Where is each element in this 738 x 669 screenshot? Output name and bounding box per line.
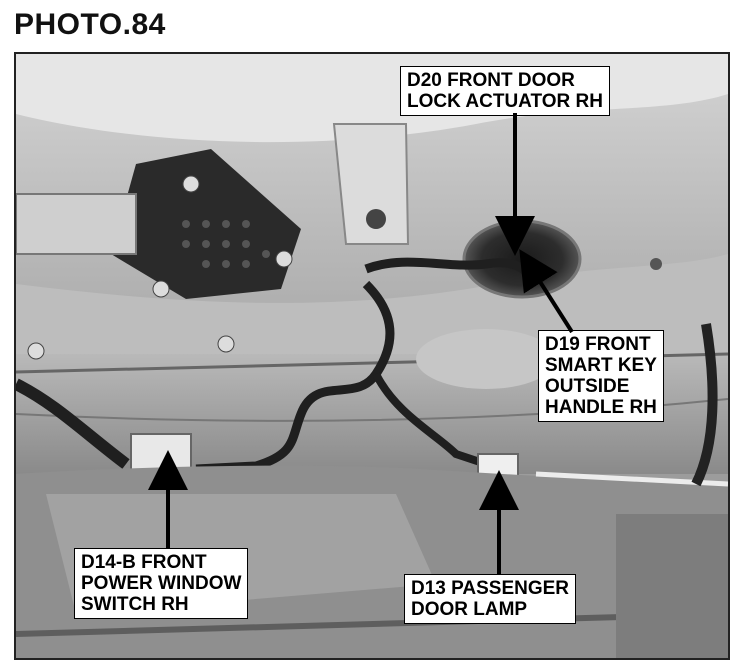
callout-d19-smart-key: D19 FRONT SMART KEY OUTSIDE HANDLE RH xyxy=(538,330,664,422)
callout-d14b-power-window-switch: D14-B FRONT POWER WINDOW SWITCH RH xyxy=(74,548,249,619)
callout-d13-door-lamp: D13 PASSENGER DOOR LAMP xyxy=(404,574,577,624)
callout-d13-line1: D13 PASSENGER xyxy=(411,578,570,599)
callout-d14b-line3: SWITCH RH xyxy=(81,594,189,615)
callout-d19-line2: SMART KEY xyxy=(545,355,657,376)
callout-d14b-line2: POWER WINDOW xyxy=(81,573,242,594)
callout-d20-line2: LOCK ACTUATOR RH xyxy=(407,91,603,112)
callout-d14b-line1: D14-B FRONT xyxy=(81,552,207,573)
callout-d19-line3: OUTSIDE xyxy=(545,376,630,397)
callout-d20-line1: D20 FRONT DOOR xyxy=(407,70,575,91)
callout-d19-line1: D19 FRONT xyxy=(545,334,651,355)
callout-d13-line2: DOOR LAMP xyxy=(411,599,528,620)
photo-title: PHOTO.84 xyxy=(14,8,166,41)
callout-d20-lock-actuator: D20 FRONT DOOR LOCK ACTUATOR RH xyxy=(400,66,610,116)
callout-d19-line4: HANDLE RH xyxy=(545,397,657,418)
